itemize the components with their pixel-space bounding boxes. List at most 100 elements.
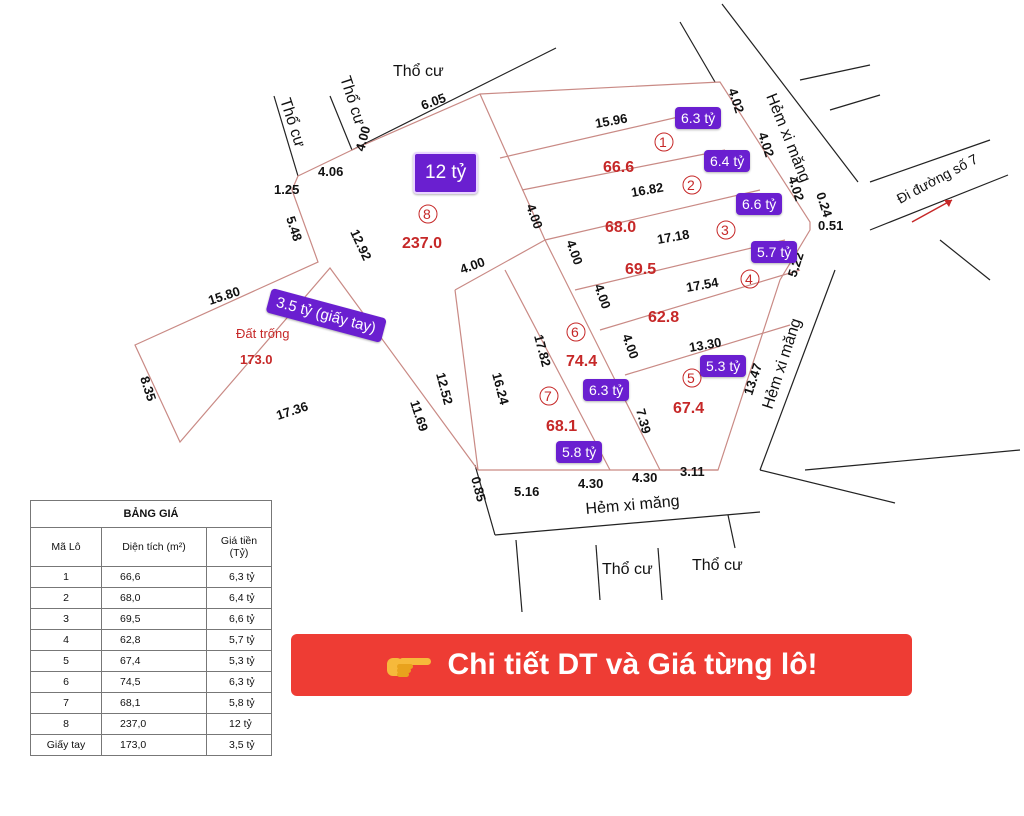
dim: 15.96 [594, 111, 629, 131]
lot-code: 6 [30, 671, 102, 693]
lot-code: 2 [30, 587, 102, 609]
dim: 0.24 [813, 190, 835, 219]
lot-code: 4 [30, 629, 102, 651]
price-table-header: Diện tích (m²) [101, 527, 207, 567]
dim: 0.51 [818, 218, 843, 233]
lot6-area: 74.4 [566, 353, 597, 370]
lot-price: 6,3 tỷ [206, 671, 272, 693]
dim: 17.36 [274, 399, 310, 423]
lot-code: 8 [30, 713, 102, 735]
dim: 11.69 [407, 398, 431, 433]
lot1-price-tag: 6.3 tỷ [675, 107, 722, 129]
lot2-price-tag: 6.4 tỷ [704, 150, 751, 172]
dim: 4.02 [785, 174, 807, 203]
dim: 4.00 [458, 254, 487, 277]
dim: 1.25 [274, 182, 299, 197]
dim: 4.30 [632, 470, 657, 485]
dim: 16.24 [489, 371, 512, 407]
lot2-number: 2 [687, 177, 695, 193]
lot-price: 5,7 tỷ [206, 629, 272, 651]
lot5-area: 67.4 [673, 400, 704, 417]
lot-price: 6,6 tỷ [206, 608, 272, 630]
pointing-hand-icon [385, 650, 433, 680]
lot8-area: 237.0 [402, 235, 442, 252]
dim: 7.39 [633, 407, 654, 435]
dim: 4.00 [563, 238, 586, 267]
dim: 17.18 [656, 227, 691, 247]
lot-code: 1 [30, 566, 102, 588]
lot6-price-tag: 6.3 tỷ [583, 379, 630, 401]
lot-area: 237,0 [101, 713, 207, 735]
dimension-labels: 6.05 4.06 4.00 1.25 5.48 15.80 8.35 17.3… [137, 86, 843, 503]
tho-cu-bottom2: Thổ cư [692, 556, 743, 574]
lot1-number: 1 [659, 134, 667, 150]
lot-number-circles [418, 132, 760, 406]
lot-code: 3 [30, 608, 102, 630]
lot5-number: 5 [687, 370, 695, 386]
dim: 13.30 [688, 335, 723, 355]
hem-right-mid: Hẻm xi măng [760, 316, 805, 411]
lot-area: 67,4 [101, 650, 207, 672]
price-table-header: Giá tiền (Tỷ) [206, 527, 272, 567]
dim: 17.54 [685, 274, 720, 295]
price-table: BẢNG GIÁ Mã Lô Diện tích (m²) Giá tiền (… [30, 500, 272, 756]
dim: 4.00 [352, 124, 373, 152]
empty-lot-label: Đất trống [236, 326, 289, 341]
lot3-area: 69.5 [625, 261, 656, 278]
hem-bottom: Hẻm xi măng [585, 493, 680, 518]
lot8-number: 8 [423, 206, 431, 222]
dim: 8.35 [137, 374, 159, 403]
lot-price: 5,3 tỷ [206, 650, 272, 672]
lot3-price-tag: 6.6 tỷ [736, 193, 783, 215]
tho-cu-bottom1: Thổ cư [602, 560, 653, 578]
dim: 4.00 [591, 282, 614, 311]
price-table-header: Mã Lô [30, 527, 102, 567]
lot1-area: 66.6 [603, 159, 634, 176]
lot6-number: 6 [571, 324, 579, 340]
lot-code: Giấy tay [30, 734, 102, 756]
dim: 0.85 [468, 475, 489, 503]
dim: 17.82 [531, 333, 554, 368]
lot-price: 12 tỷ [206, 713, 272, 735]
empty-lot-area: 173.0 [240, 352, 273, 367]
lot7-number: 7 [544, 388, 552, 404]
lot-price: 5,8 tỷ [206, 692, 272, 714]
tho-cu-left2: Thổ cư [336, 74, 369, 128]
lot-areas: 237.0 66.6 68.0 69.5 62.8 67.4 74.4 68.1… [236, 159, 704, 435]
dim: 16.82 [630, 180, 665, 200]
lot8-price-tag: 12 tỷ [413, 152, 479, 194]
banner-text: Chi tiết DT và Giá từng lô! [447, 648, 818, 681]
dim: 5.48 [283, 214, 305, 243]
tho-cu-top: Thổ cư [393, 62, 444, 80]
lot-price: 6,4 tỷ [206, 587, 272, 609]
direction-arrow-icon [911, 199, 953, 223]
dim: 4.00 [523, 202, 546, 231]
lot-area: 62,8 [101, 629, 207, 651]
lot7-price-tag: 5.8 tỷ [556, 441, 603, 463]
dim: 3.11 [680, 464, 705, 479]
lot-area: 69,5 [101, 608, 207, 630]
lot4-area: 62.8 [648, 309, 679, 326]
lot-area: 68,1 [101, 692, 207, 714]
dim: 4.30 [578, 476, 603, 491]
lot-lines [134, 81, 811, 471]
dim: 12.92 [347, 227, 374, 263]
lot-area: 74,5 [101, 671, 207, 693]
dim: 4.06 [318, 164, 343, 179]
lot4-number: 4 [745, 271, 753, 287]
lot-number-labels: 8 1 2 3 4 5 6 7 [423, 134, 753, 404]
dim: 4.00 [619, 332, 642, 361]
dim: 4.02 [725, 86, 747, 115]
dim: 4.02 [755, 130, 777, 159]
price-table-title: BẢNG GIÁ [30, 500, 272, 528]
lot3-number: 3 [721, 222, 729, 238]
lot4-price-tag: 5.7 tỷ [751, 241, 798, 263]
